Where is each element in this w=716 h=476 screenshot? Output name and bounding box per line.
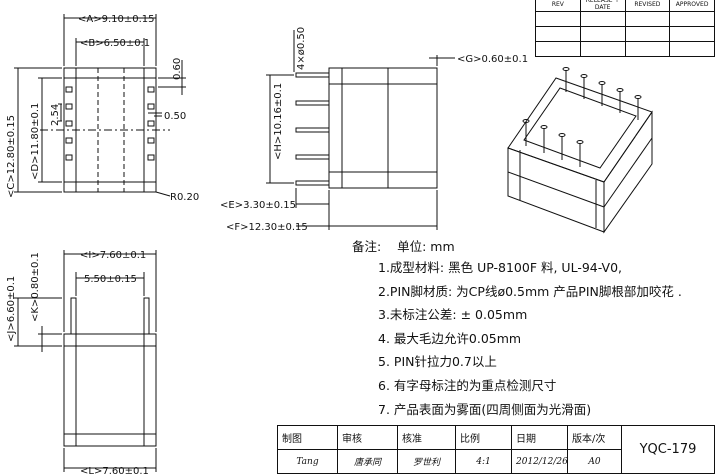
value-approver: 罗世利 xyxy=(397,449,456,474)
header-version: 版本/次 xyxy=(567,425,622,450)
title-block: 制图 审核 核准 比例 日期 版本/次 YQC-179 Tang 唐承同 罗世利… xyxy=(277,425,715,474)
dim-pin-top: 0.60 xyxy=(172,58,183,80)
note-item: 6. 有字母标注的为重点检测尺寸 xyxy=(378,377,557,393)
header-reviewer: 审核 xyxy=(337,425,398,450)
value-version: A0 xyxy=(567,449,622,474)
rev-header-approved: APPROVED xyxy=(669,0,715,12)
side-view xyxy=(266,30,455,230)
revision-header-row: REV RELEASE + DATE REVISED APPROVED xyxy=(535,0,715,12)
dim-k: <K>0.80±0.1 xyxy=(30,252,41,322)
revision-row xyxy=(535,41,715,57)
header-scale: 比例 xyxy=(455,425,512,450)
value-reviewer: 唐承同 xyxy=(337,449,398,474)
dim-c: <C>12.80±0.15 xyxy=(6,115,17,198)
note-item: 1.成型材料: 黑色 UP-8100F 料, UL-94-V0, xyxy=(378,260,622,275)
dim-j: <J>6.60±0.1 xyxy=(6,276,17,342)
note-item: 2.PIN脚材质: 为CP线ø0.5mm 产品PIN脚根部加咬花 . xyxy=(378,283,682,299)
dim-h: <H>10.16±0.1 xyxy=(273,83,284,160)
revision-table: REV RELEASE + DATE REVISED APPROVED xyxy=(535,0,715,57)
value-date: 2012/12/26 xyxy=(511,449,568,474)
value-scale: 4:1 xyxy=(455,449,512,474)
isometric-view xyxy=(507,67,653,234)
iso-pins xyxy=(522,67,642,167)
revision-row xyxy=(535,11,715,27)
note-item: 4. 最大毛边允许0.05mm xyxy=(378,330,522,346)
header-drafter: 制图 xyxy=(277,425,338,450)
header-approver: 核准 xyxy=(397,425,456,450)
side-pins xyxy=(295,72,330,186)
top-view xyxy=(14,14,186,197)
note-item: 7. 产品表面为雾面(四周侧面为光滑面) xyxy=(378,401,592,417)
dim-g: <G>0.60±0.1 xyxy=(457,54,528,65)
dim-l: <L>7.60±0.1 xyxy=(80,466,149,476)
dim-d: <D>11.80±0.1 xyxy=(30,103,41,180)
dim-pin-dia: 4×ø0.50 xyxy=(296,27,307,70)
rev-header-release-date: RELEASE + DATE xyxy=(579,0,626,12)
front-view xyxy=(14,250,157,472)
pin-holes xyxy=(65,86,155,161)
front-pins xyxy=(70,297,150,335)
dim-a: <A>9.10±0.15 xyxy=(78,14,155,25)
dim-pin-side: 0.50 xyxy=(164,111,186,122)
drawing-number: YQC-179 xyxy=(621,425,715,474)
dim-pin-span: 5.50±0.15 xyxy=(84,274,137,285)
note-item: 3.未标注公差: ± 0.05mm xyxy=(378,307,528,323)
notes-title: 备注: 单位: mm xyxy=(352,239,455,254)
dim-radius: R0.20 xyxy=(170,192,199,203)
title-block-header-row: 制图 审核 核准 比例 日期 版本/次 YQC-179 xyxy=(277,425,715,474)
notes-list: 1.成型材料: 黑色 UP-8100F 料, UL-94-V0, 2.PIN脚材… xyxy=(378,258,682,423)
dim-i: <I>7.60±0.1 xyxy=(80,250,146,261)
dim-b: <B>6.50±0.1 xyxy=(80,38,150,49)
value-drafter: Tang xyxy=(277,449,338,474)
dim-pitch: 2.54 xyxy=(50,104,61,126)
rev-header-revised: REVISED xyxy=(624,0,671,12)
revision-row xyxy=(535,26,715,42)
title-block-value-row: Tang 唐承同 罗世利 4:1 2012/12/26 A0 xyxy=(277,449,715,474)
dim-e: <E>3.30±0.15 xyxy=(220,200,296,211)
dim-f: <F>12.30±0.15 xyxy=(226,222,308,233)
rev-header-rev: REV xyxy=(535,0,581,12)
note-item: 5. PIN针拉力0.7以上 xyxy=(378,354,497,370)
header-date: 日期 xyxy=(511,425,568,450)
